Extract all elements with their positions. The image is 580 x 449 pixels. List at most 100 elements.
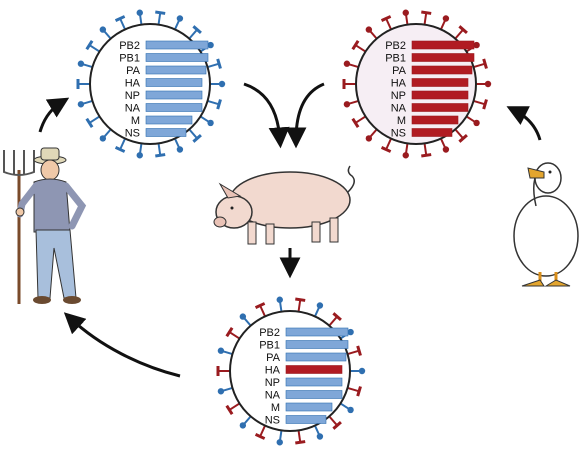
- segment-bar-pb2: [411, 40, 475, 50]
- segment-bar-pb2: [285, 327, 349, 337]
- hemagglutinin-spike: [114, 146, 126, 153]
- spike-stalk: [259, 305, 266, 317]
- spike-stalk: [188, 28, 198, 40]
- spike-stalk: [119, 18, 126, 30]
- segment-bar-pa: [411, 65, 473, 75]
- spike-stalk: [454, 128, 464, 140]
- segment-label-m: M: [271, 402, 280, 414]
- segment-label-m: M: [131, 115, 140, 127]
- neuraminidase-spike: [217, 388, 225, 395]
- hemagglutinin-spike: [356, 345, 362, 356]
- hemagglutinin-spike: [192, 25, 202, 34]
- segment-bar-pa: [285, 352, 347, 362]
- segment-bar-pb1: [285, 340, 349, 349]
- neuraminidase-spike: [484, 80, 492, 88]
- hemagglutinin-spike: [155, 10, 166, 15]
- arrow-duck-to-avian-virus: [506, 106, 542, 141]
- hemagglutinin-spike: [482, 99, 488, 110]
- neuraminidase-spike: [77, 60, 85, 67]
- segment-bar-np: [285, 377, 343, 387]
- hemagglutinin-spike: [85, 40, 94, 51]
- neuraminidase-spike: [239, 313, 247, 320]
- neuraminidase-spike: [473, 41, 480, 49]
- neuraminidase-spike: [343, 101, 351, 108]
- hemagglutinin-spike: [295, 440, 306, 445]
- segment-label-pa: PA: [126, 65, 141, 77]
- hemagglutinin-spike: [482, 58, 488, 69]
- segment-label-np: NP: [391, 90, 406, 102]
- spike-stalk: [88, 115, 101, 124]
- hemagglutinin-spike: [332, 421, 342, 430]
- neuraminidase-spike: [402, 9, 409, 16]
- neuraminidase-spike: [276, 296, 283, 303]
- neuraminidase-spike: [176, 146, 184, 153]
- hemagglutinin-spike: [380, 146, 392, 153]
- segment-bar-pb1: [145, 53, 209, 62]
- spike-stalk: [259, 425, 266, 437]
- spike-stalk: [228, 402, 241, 411]
- segment-bar-ns: [285, 415, 327, 424]
- spike-stalk: [328, 415, 338, 427]
- hemagglutinin-spike: [225, 327, 234, 338]
- segment-label-pb1: PB1: [119, 53, 140, 65]
- farmer-illustration: [3, 147, 87, 304]
- neuraminidase-spike: [218, 80, 226, 88]
- spike-stalk: [423, 143, 428, 156]
- hemagglutinin-spike: [458, 134, 468, 143]
- hemagglutinin-spike: [421, 10, 432, 15]
- segment-bar-ha: [145, 78, 203, 87]
- segment-label-pb1: PB1: [385, 53, 406, 65]
- neuraminidase-spike: [365, 26, 373, 33]
- arrow-human-virus-to-pig: [243, 82, 290, 149]
- hemagglutinin-spike: [351, 117, 360, 128]
- neuraminidase-spike: [442, 15, 450, 22]
- hemagglutinin-spike: [332, 312, 342, 321]
- neuraminidase-spike: [473, 119, 480, 127]
- duck-illustration: [513, 162, 579, 287]
- hemagglutinin-spike: [216, 99, 222, 110]
- spike-stalk: [454, 28, 464, 40]
- segment-bar-ns: [145, 128, 187, 137]
- segment-bar-na: [285, 390, 343, 399]
- segment-label-ha: HA: [265, 365, 281, 377]
- spike-stalk: [328, 315, 338, 327]
- neuraminidase-spike: [358, 367, 366, 375]
- neuraminidase-spike: [316, 302, 324, 309]
- neuraminidase-spike: [207, 41, 214, 49]
- segment-bar-m: [285, 402, 333, 412]
- segment-label-np: NP: [265, 377, 280, 389]
- spike-stalk: [207, 62, 220, 69]
- spike-stalk: [157, 12, 162, 25]
- spike-stalk: [207, 99, 220, 106]
- segment-label-ns: NS: [265, 415, 280, 427]
- neuraminidase-spike: [207, 119, 214, 127]
- segment-label-na: NA: [391, 103, 407, 115]
- spike-stalk: [354, 115, 367, 124]
- segment-bar-pb1: [411, 53, 475, 62]
- hemagglutinin-spike: [155, 153, 166, 158]
- neuraminidase-spike: [77, 101, 85, 108]
- segment-label-pa: PA: [392, 65, 407, 77]
- neuraminidase-spike: [99, 135, 107, 142]
- neuraminidase-spike: [402, 152, 409, 159]
- neuraminidase-spike: [136, 9, 143, 16]
- segment-bar-m: [411, 115, 459, 125]
- neuraminidase-spike: [442, 146, 450, 153]
- neuraminidase-spike: [347, 328, 354, 336]
- arrow-reassortant-to-farmer: [63, 312, 181, 378]
- hemagglutinin-spike: [421, 153, 432, 158]
- hemagglutinin-spike: [216, 58, 222, 69]
- arrow-avian-virus-to-pig: [285, 82, 325, 149]
- spike-stalk: [347, 349, 360, 356]
- spike-stalk: [157, 143, 162, 156]
- segment-label-pb2: PB2: [385, 40, 406, 52]
- spike-stalk: [188, 128, 198, 140]
- segment-bar-np: [145, 90, 203, 100]
- segment-bar-ha: [285, 365, 343, 374]
- hemagglutinin-spike: [85, 117, 94, 128]
- segment-label-ha: HA: [391, 78, 407, 90]
- pig-illustration: [213, 165, 355, 245]
- segment-bar-np: [411, 90, 469, 100]
